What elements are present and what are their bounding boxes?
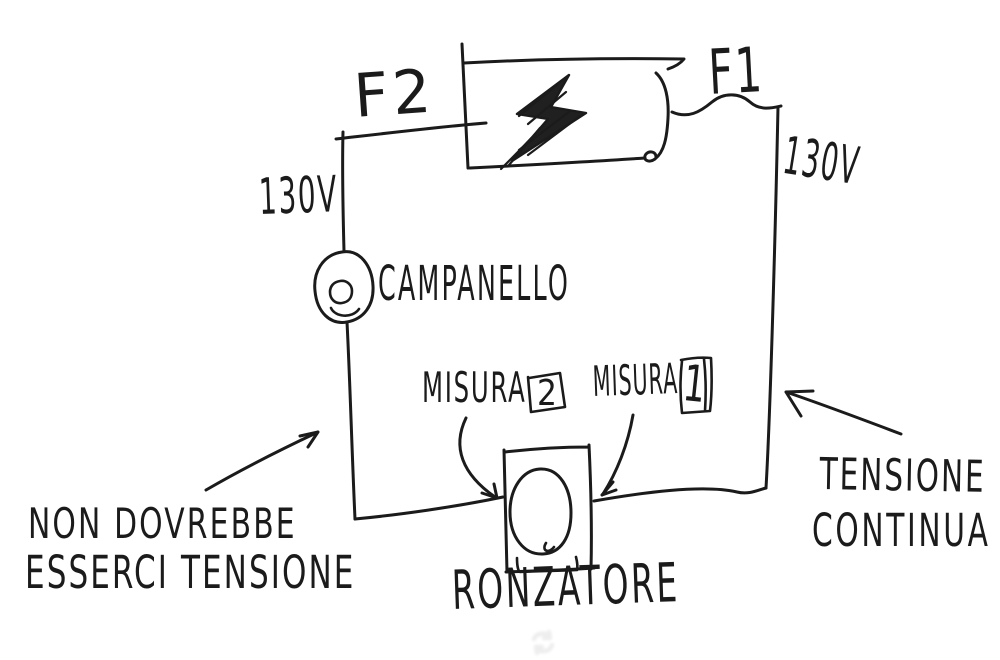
wire-top-right — [670, 93, 783, 117]
label-voltage-left: 130V — [257, 165, 340, 226]
label-buzzer: RONZATORE — [450, 551, 681, 622]
label-measure-1: MISURA — [591, 354, 679, 406]
buzzer-box — [502, 443, 596, 574]
bolt-box-top — [462, 57, 686, 71]
note-left-line2: ESSERCI TENSIONE — [25, 546, 356, 599]
bell-symbol-inner — [328, 279, 354, 305]
bell-symbol-outer — [313, 250, 375, 324]
wire-bottom-left — [353, 495, 505, 521]
arrow-note-left — [204, 430, 320, 492]
label-bell: CAMPANELLO — [378, 256, 571, 312]
label-voltage-right: 130V — [779, 126, 865, 198]
bell-symbol-arc — [329, 306, 361, 317]
arrow-note-right — [784, 389, 903, 436]
lightning-bolt-icon — [499, 73, 588, 171]
wire-left-lower — [345, 320, 357, 521]
wire-top-left — [334, 121, 488, 141]
buzzer-bracket — [515, 555, 579, 574]
arrow-to-buzzer-right — [600, 413, 635, 497]
measure-box-2 — [526, 371, 567, 414]
buzzer-oval — [508, 467, 573, 556]
label-fuse-f1: F1 — [706, 33, 766, 109]
bolt-box-right — [643, 71, 670, 163]
wire-bottom-right — [592, 486, 768, 503]
arrow-to-buzzer-left — [458, 416, 499, 500]
note-right-line1: TENSIONE — [819, 449, 987, 503]
label-fuse-f2: F2 — [351, 56, 438, 132]
label-measure-2-num: 2 — [537, 373, 557, 414]
label-measure-2: MISURA — [422, 363, 527, 412]
measure-box-1 — [679, 356, 713, 415]
refresh-icon — [531, 629, 555, 656]
bolt-box-bottom — [468, 156, 647, 170]
bolt-box-left — [460, 42, 470, 170]
buzzer-oval-curl — [543, 541, 556, 553]
note-left-line1: NON DOVREBBE — [28, 499, 297, 548]
wire-left-upper — [341, 130, 346, 253]
wire-right — [764, 105, 780, 490]
note-right-line2: CONTINUA — [812, 504, 991, 557]
